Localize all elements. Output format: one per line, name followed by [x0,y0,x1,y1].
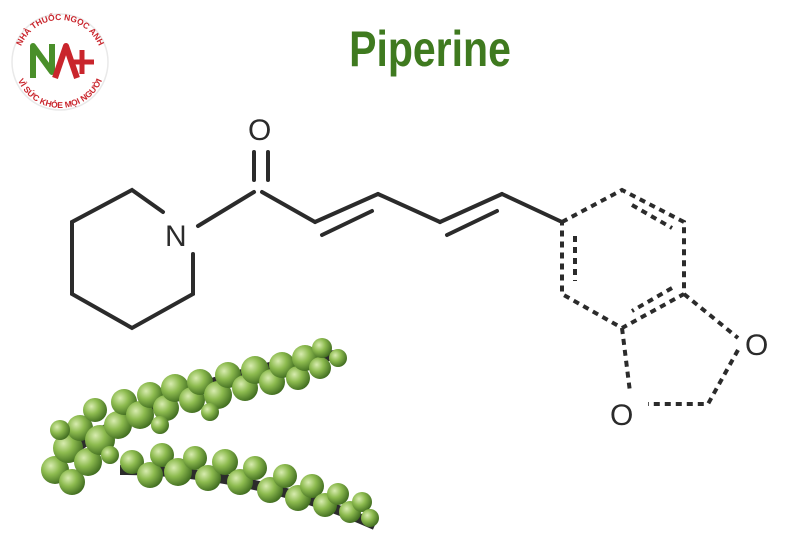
diene-chain [260,190,564,237]
piperidine-ring [70,187,195,331]
logo-mark-icon [30,43,94,79]
carbonyl-double-bond [252,150,270,182]
pepper-spike-upper [41,338,347,495]
page-title: Piperine [349,21,511,77]
dioxole-ring [620,292,740,406]
amide-bond [196,190,256,228]
pepper-spike-lower [119,443,379,530]
nitrogen-atom: N [165,220,187,253]
carbonyl-oxygen-atom: O [248,114,271,147]
dioxole-oxygen-left-atom: O [610,399,633,432]
pharmacy-logo: NHÀ THUỐC NGỌC ANH VÌ SỨC KHỎE MỌI NGƯỜI [11,11,109,111]
dioxole-oxygen-right-atom: O [745,329,768,362]
